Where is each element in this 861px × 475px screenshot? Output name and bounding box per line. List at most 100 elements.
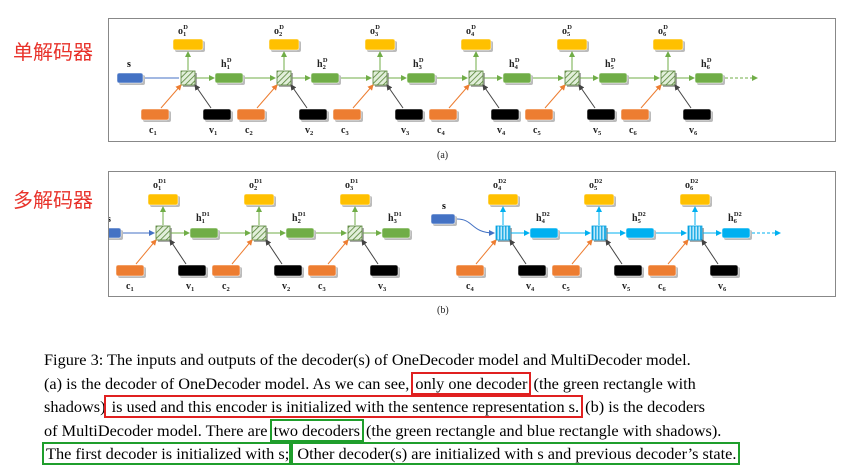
input-c-box	[332, 108, 362, 121]
s2-arrow	[456, 218, 495, 236]
c-arrow	[327, 239, 349, 265]
hidden-h-label: h4D	[509, 57, 520, 71]
highlight-initialized-sentence: is used and this encoder is initialized …	[103, 395, 584, 419]
caption-text: shadows)	[44, 397, 106, 417]
input-c-label: c2	[245, 125, 253, 137]
hidden-h-label: h6D2	[728, 211, 742, 225]
output-o-box	[172, 38, 204, 51]
v-arrow	[578, 84, 596, 109]
input-v-box	[273, 264, 303, 277]
input-v-label: v4	[526, 281, 535, 293]
input-v-label: v6	[718, 281, 727, 293]
caption-line-3: shadows) is used and this encoder is ini…	[44, 395, 828, 419]
caption-text: (the green rectangle with	[529, 373, 696, 393]
decoder-cell	[372, 70, 388, 86]
decoder-cell	[276, 70, 292, 86]
hidden-h-box	[189, 227, 219, 239]
highlight-two-decoders: two decoders	[269, 418, 364, 442]
c-arrow	[640, 84, 662, 109]
c-arrow	[352, 84, 374, 109]
hidden-h-box	[285, 227, 315, 239]
hidden-h-label: h2D	[317, 57, 328, 71]
highlight-other-decoders: Other decoder(s) are initialized with s …	[289, 442, 741, 466]
input-v-label: v1	[186, 281, 194, 293]
input-c-label: c3	[341, 125, 349, 137]
input-c-box	[140, 108, 170, 121]
input-v-box	[613, 264, 643, 277]
sentence-s-box	[116, 72, 144, 84]
sentence-s2-box	[430, 213, 456, 225]
input-v-label: v1	[209, 125, 217, 137]
output-o-box	[652, 38, 684, 51]
input-v-label: v6	[689, 125, 698, 137]
v-arrow	[265, 239, 283, 265]
input-c-box	[115, 264, 145, 277]
output-o-label: o3D	[370, 24, 380, 38]
decoder-cell	[347, 225, 363, 241]
input-v-label: v5	[593, 125, 602, 137]
input-v-box	[517, 264, 547, 277]
decoder-cell	[468, 70, 484, 86]
output-o-label: o3D1	[345, 178, 358, 192]
hidden-h-box	[214, 72, 244, 84]
input-c-label: c6	[629, 125, 637, 137]
output-o-box	[364, 38, 396, 51]
v-arrow	[169, 239, 187, 265]
hidden-h-label: h4D2	[536, 211, 550, 225]
s-label: s	[109, 214, 111, 225]
hidden-h-label: h1D1	[196, 211, 210, 225]
decoder-cell	[495, 225, 511, 241]
input-c-label: c1	[126, 281, 134, 293]
input-c-label: c5	[562, 281, 570, 293]
highlight-only-one-decoder: only one decoder	[411, 371, 532, 395]
output-o-box	[583, 193, 615, 206]
c-arrow	[571, 239, 593, 265]
label-multi-decoder: 多解码器	[13, 188, 93, 212]
figure-caption: Figure 3: The inputs and outputs of the …	[41, 348, 828, 466]
c-arrow	[667, 239, 689, 265]
input-v-box	[586, 108, 616, 121]
c-arrow	[448, 84, 470, 109]
input-v-label: v3	[401, 125, 410, 137]
input-v-box	[490, 108, 520, 121]
sentence-s-box	[96, 227, 122, 239]
hidden-h-box	[502, 72, 532, 84]
c-arrow	[544, 84, 566, 109]
output-o-label: o1D	[178, 24, 188, 38]
input-v-label: v2	[282, 281, 290, 293]
v-arrow	[194, 84, 212, 109]
input-c-label: c2	[222, 281, 230, 293]
input-c-box	[428, 108, 458, 121]
hidden-h-label: h1D	[221, 57, 232, 71]
hidden-h-box	[529, 227, 559, 239]
v-arrow	[674, 84, 692, 109]
input-c-label: c4	[466, 281, 474, 293]
panel-a-sublabel: (a)	[437, 150, 449, 161]
input-c-box	[211, 264, 241, 277]
diagram-b: sso1D1h1D1c1v1o2D1h2D1c2v2o3D1h3D1c3v3o4…	[96, 178, 781, 293]
hidden-h-box	[721, 227, 751, 239]
output-o-box	[339, 193, 371, 206]
c-arrow	[160, 84, 182, 109]
hidden-h-box	[598, 72, 628, 84]
input-c-label: c1	[149, 125, 157, 137]
v-arrow	[605, 239, 623, 265]
decoder-cell	[251, 225, 267, 241]
c-arrow	[256, 84, 278, 109]
output-o-box	[243, 193, 275, 206]
output-o-label: o6D	[658, 24, 668, 38]
input-c-box	[524, 108, 554, 121]
input-c-label: c3	[318, 281, 326, 293]
output-o-label: o4D	[466, 24, 476, 38]
input-v-box	[682, 108, 712, 121]
caption-text: of MultiDecoder model. There are	[44, 420, 272, 440]
input-v-box	[177, 264, 207, 277]
hidden-h-label: h3D1	[388, 211, 402, 225]
c-arrow	[135, 239, 157, 265]
c-arrow	[475, 239, 497, 265]
hidden-h-box	[381, 227, 411, 239]
caption-text: (b) is the decoders	[581, 397, 705, 417]
output-o-box	[679, 193, 711, 206]
input-v-box	[298, 108, 328, 121]
